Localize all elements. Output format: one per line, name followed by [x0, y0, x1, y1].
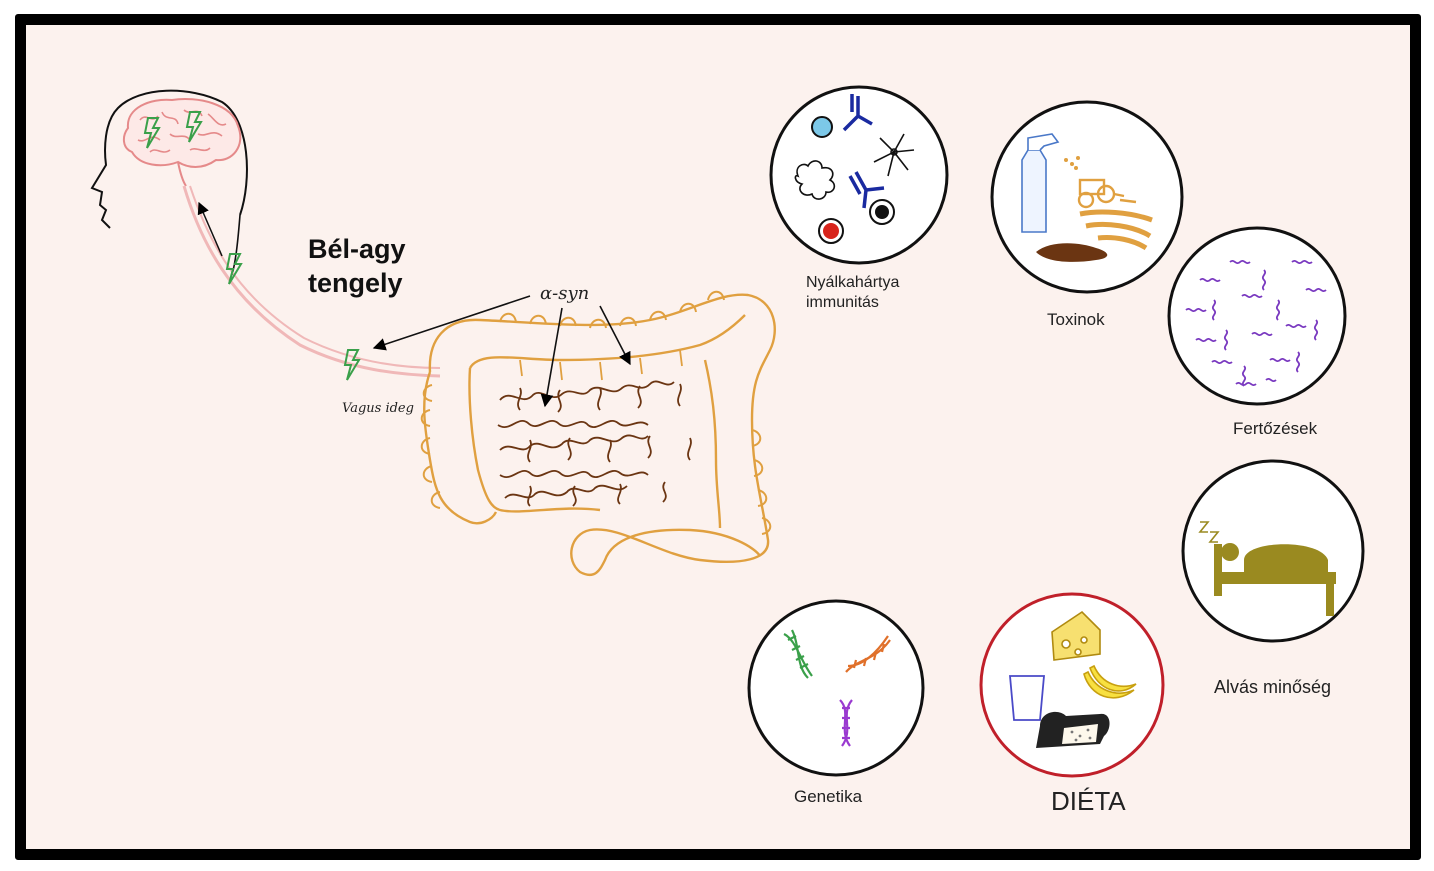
- dendritic-cell-icon: [794, 160, 836, 200]
- mucosal-immunity-line-2: immunitás: [806, 294, 879, 311]
- zz-icon: [1198, 521, 1220, 543]
- brain-icon: [122, 98, 242, 187]
- spray-bottle-icon: [1021, 133, 1060, 233]
- black-cell-icon: [875, 205, 889, 219]
- toxins-circle: [990, 100, 1184, 294]
- red-cell-icon: [823, 223, 839, 239]
- spray-mist: [1064, 156, 1080, 170]
- diagram-title: Bél-agy tengely: [308, 232, 406, 300]
- sleep-icon: [1214, 543, 1336, 616]
- infections-label: Fertőzések: [1233, 419, 1318, 438]
- lightning-icon: [344, 349, 360, 381]
- genetics-circle: [747, 599, 925, 777]
- title-line-1: Bél-agy: [308, 234, 406, 264]
- mucosal-immunity-circle: [769, 85, 949, 265]
- title-line-2: tengely: [308, 268, 403, 298]
- bread-icon: [1036, 711, 1110, 748]
- banana-icon: [1083, 664, 1137, 699]
- cheese-icon: [1051, 610, 1101, 661]
- sleep-quality-label: Alvás minőség: [1214, 677, 1332, 697]
- vagus-label: Vagus ideg: [342, 401, 414, 416]
- soil-icon: [1036, 243, 1108, 262]
- vagus-nerve: [182, 185, 441, 378]
- intestine-icon: [420, 290, 776, 577]
- mucosal-immunity-label: Nyálkahártya immunitás: [806, 273, 899, 313]
- tractor-icon: [1077, 178, 1137, 209]
- bacteria-icon: [1185, 259, 1327, 387]
- nerve-signal-arrow: [197, 201, 223, 257]
- genetics-label: Genetika: [794, 787, 863, 806]
- asyn-arrows: [372, 295, 631, 408]
- toxins-label: Toxinok: [1047, 310, 1105, 329]
- antibody-icon: [842, 94, 885, 209]
- dna-icon: [783, 629, 813, 679]
- sleep-circle: [1181, 459, 1365, 643]
- dna-icon: [839, 699, 853, 747]
- glass-icon: [1009, 675, 1045, 721]
- dna-icon: [845, 635, 891, 673]
- diet-label: DIÉTA: [1051, 786, 1126, 816]
- macrophage-icon: [873, 133, 915, 177]
- diagram-frame: [15, 14, 1421, 860]
- immune-cell-icon: [811, 116, 833, 138]
- diet-circle: [979, 592, 1165, 778]
- asyn-label: α-syn: [540, 283, 590, 304]
- mucosal-immunity-line-1: Nyálkahártya: [806, 274, 900, 291]
- field-icon: [1079, 209, 1153, 251]
- infections-circle: [1167, 226, 1347, 406]
